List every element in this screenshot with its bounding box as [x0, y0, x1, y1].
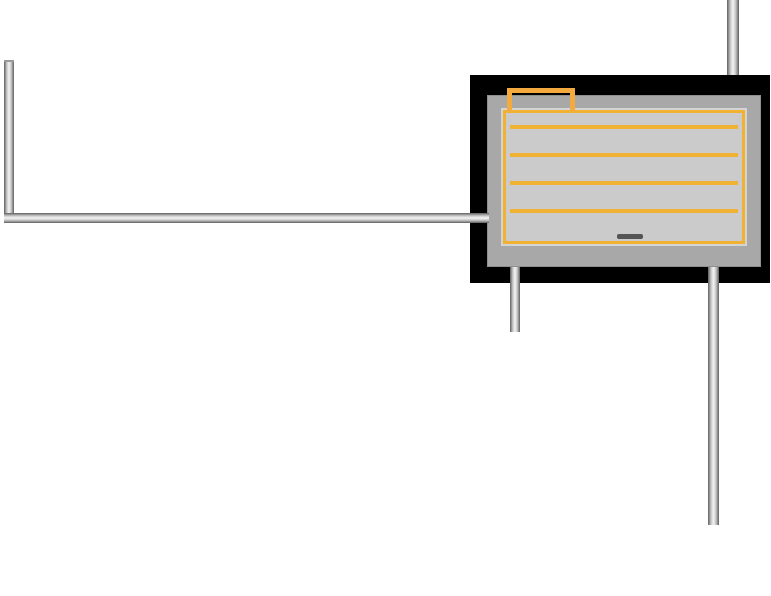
heater-element-line	[510, 153, 738, 157]
left-inlet-tube-horizontal	[4, 213, 489, 223]
clamp-bracket-icon	[507, 88, 575, 111]
heater-element-line	[510, 125, 738, 129]
heater-element-line	[510, 181, 738, 185]
bottom-outlet-tube	[510, 267, 520, 332]
right-outlet-tube	[708, 267, 719, 525]
left-inlet-tube-vertical	[4, 60, 14, 223]
heater-element-line	[510, 209, 738, 213]
sample-chamber	[503, 110, 745, 244]
heater-elements	[510, 113, 738, 241]
top-inlet-tube	[727, 0, 739, 80]
probe-mark	[617, 234, 643, 239]
